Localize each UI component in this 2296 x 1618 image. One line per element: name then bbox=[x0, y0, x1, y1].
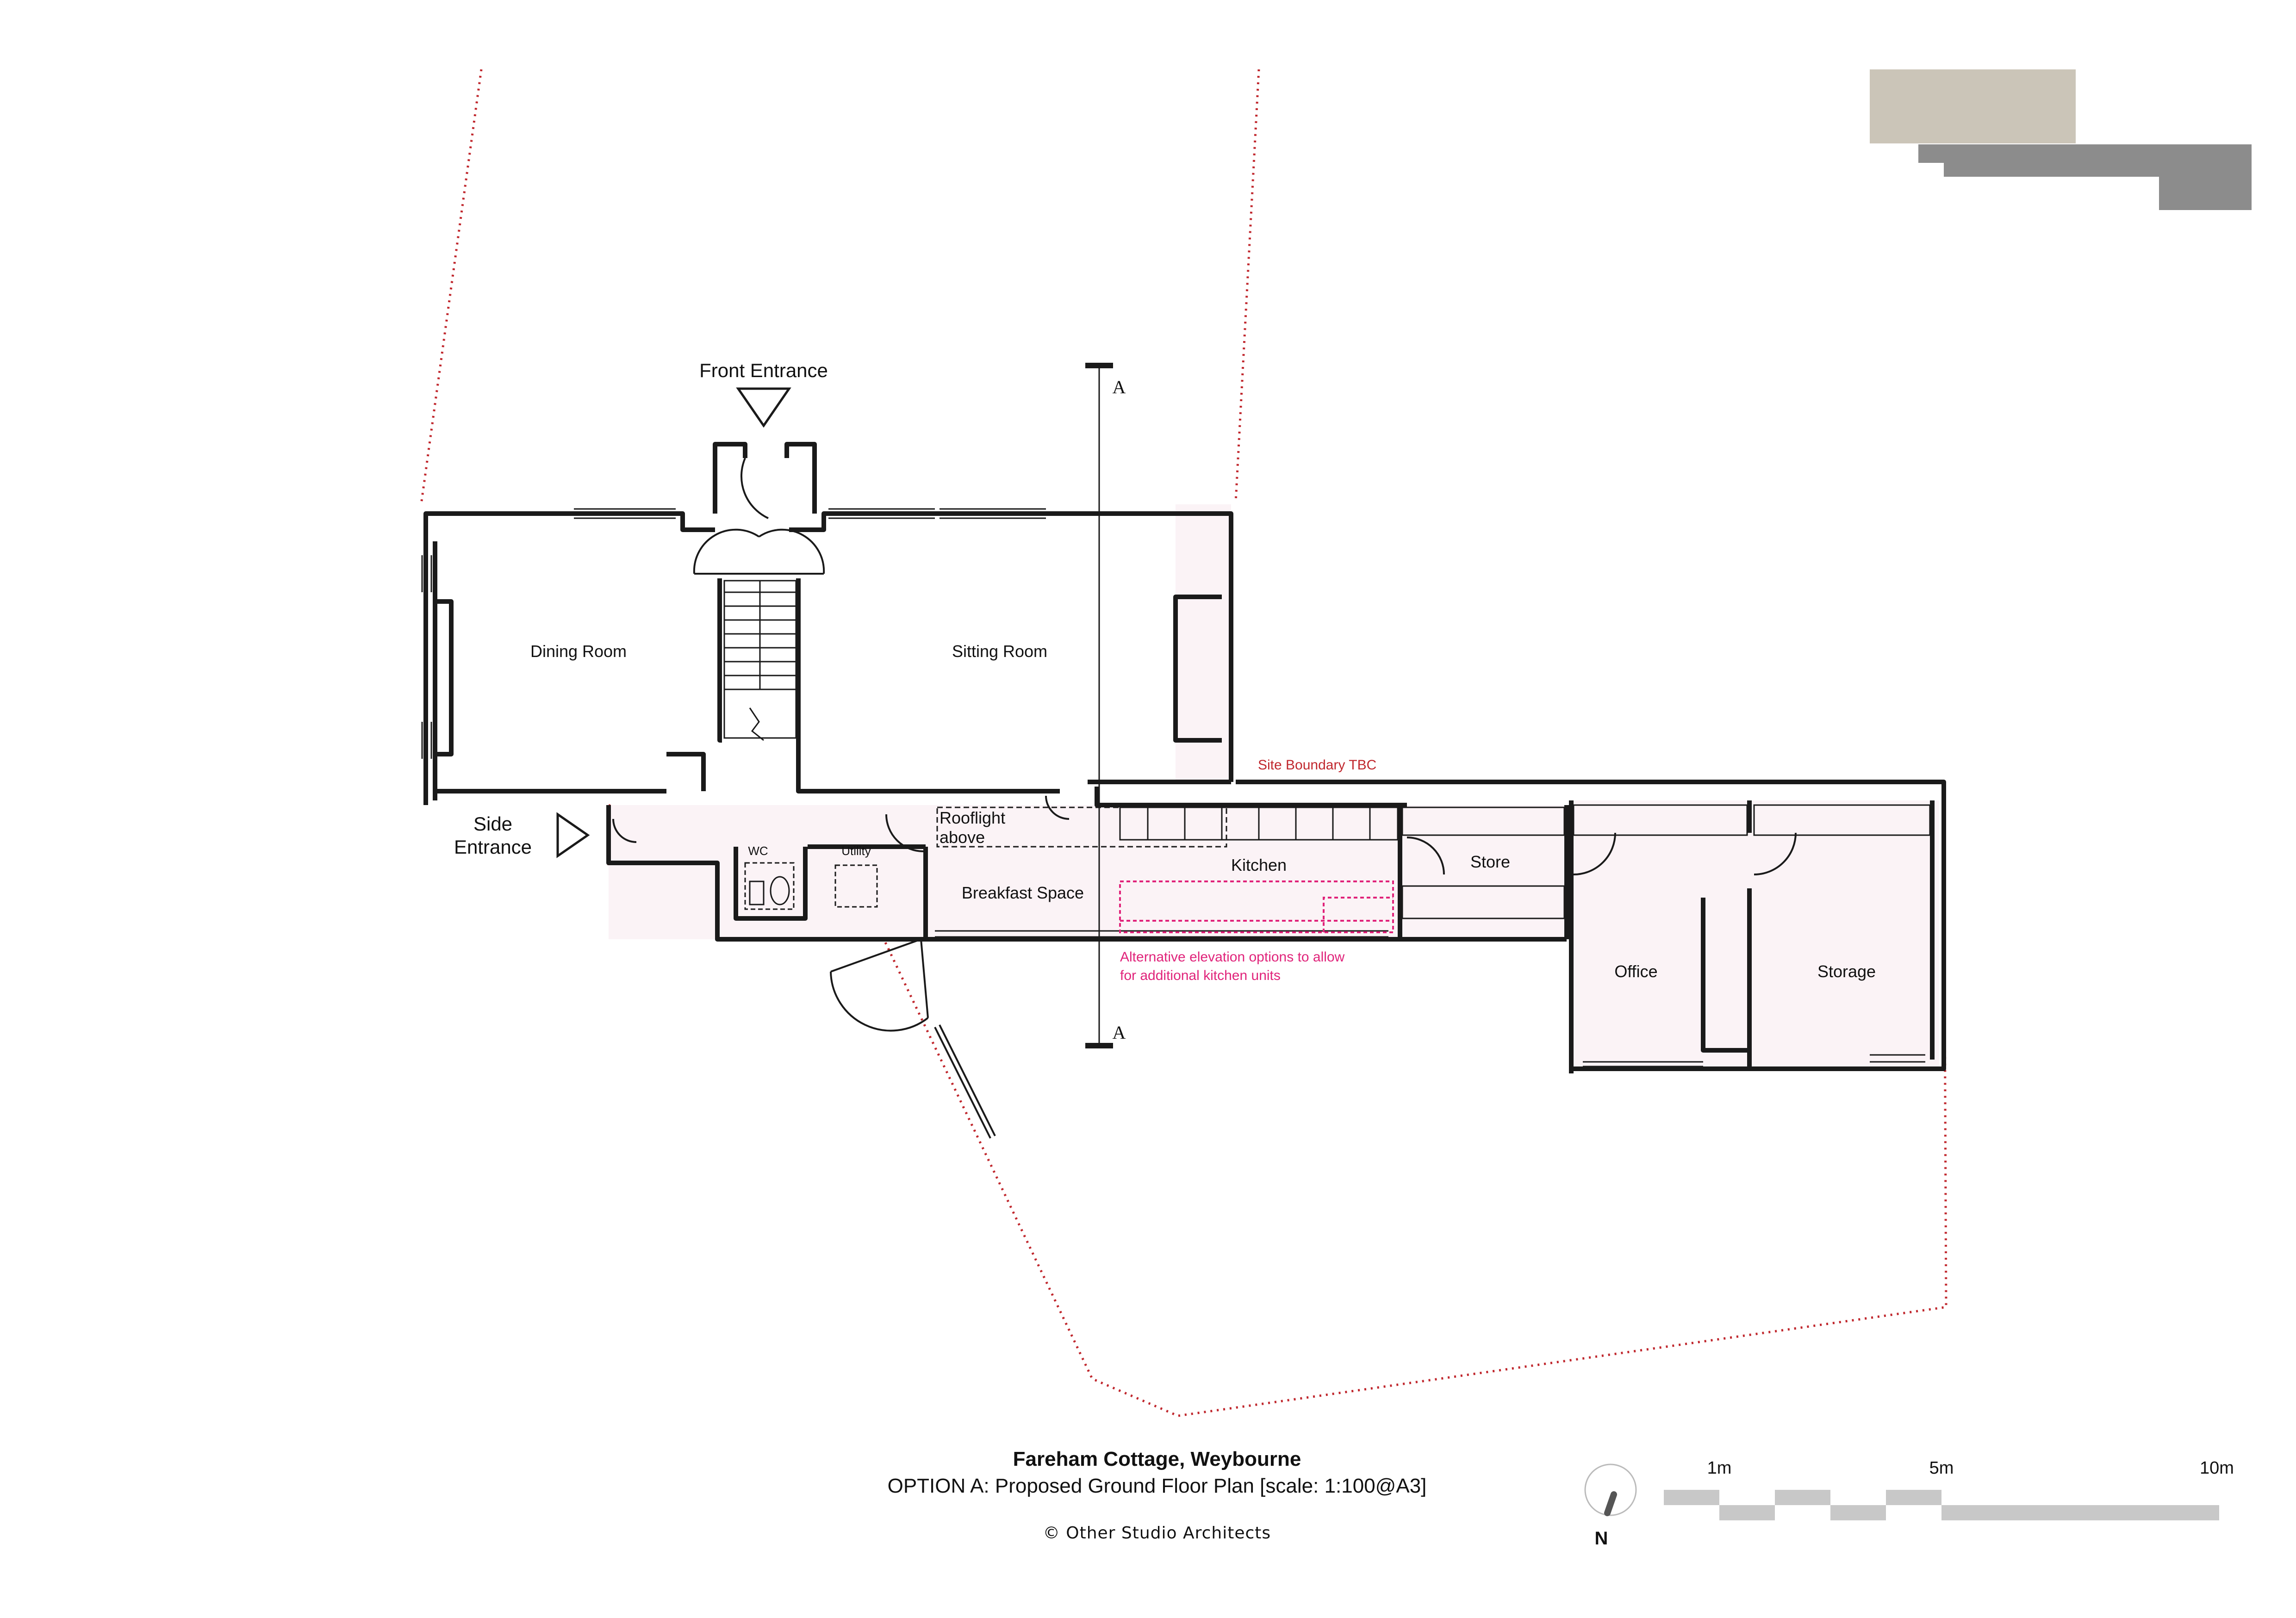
side-entrance-label-2: Entrance bbox=[454, 836, 532, 858]
north-arrow: N bbox=[1584, 1463, 1637, 1549]
sitting-room-label: Sitting Room bbox=[952, 642, 1047, 661]
scale-label-10m: 10m bbox=[2200, 1458, 2234, 1478]
kitchen-label: Kitchen bbox=[1231, 855, 1287, 874]
wc-label: WC bbox=[748, 844, 768, 858]
copyright-text: © Other Studio Architects bbox=[1043, 1524, 1271, 1543]
section-line-a bbox=[1085, 363, 1113, 1048]
alt-elevation-note-2: for additional kitchen units bbox=[1120, 968, 1281, 983]
rooflight-label-1: Rooflight bbox=[940, 808, 1005, 827]
alternative-elevation-outline bbox=[1119, 880, 1394, 933]
section-marker-bottom: A bbox=[1113, 1022, 1126, 1043]
rooflight-outline bbox=[936, 806, 1227, 848]
side-entrance-arrow bbox=[556, 812, 590, 858]
rooflight-label-2: above bbox=[940, 828, 985, 847]
windows bbox=[421, 508, 1925, 1067]
north-label: N bbox=[1595, 1528, 1608, 1549]
walls bbox=[423, 442, 1946, 1073]
site-boundary-line bbox=[420, 69, 1948, 1417]
store-label: Store bbox=[1470, 852, 1510, 871]
wc-utility-fixtures bbox=[744, 862, 878, 910]
room-fills bbox=[609, 504, 1939, 1069]
staircase bbox=[723, 580, 797, 741]
studio-logo bbox=[1870, 69, 2252, 210]
kitchen-units bbox=[1119, 804, 1931, 919]
storage-label: Storage bbox=[1817, 962, 1876, 981]
office-label: Office bbox=[1614, 962, 1657, 981]
front-entrance-arrow bbox=[736, 387, 791, 428]
site-boundary-label: Site Boundary TBC bbox=[1258, 757, 1376, 773]
title-block: Fareham Cottage, Weybourne OPTION A: Pro… bbox=[694, 1446, 1620, 1543]
wc-toilet bbox=[749, 876, 790, 905]
dining-room-label: Dining Room bbox=[530, 642, 627, 661]
utility-label: Utility bbox=[841, 844, 871, 858]
alt-elevation-note-1: Alternative elevation options to allow bbox=[1120, 949, 1345, 965]
drawing-title: OPTION A: Proposed Ground Floor Plan [sc… bbox=[887, 1475, 1427, 1497]
side-entrance-label-1: Side bbox=[473, 813, 512, 835]
doors bbox=[612, 458, 1797, 1139]
breakfast-space-label: Breakfast Space bbox=[962, 883, 1084, 902]
scale-bar: 1m 5m 10m bbox=[1664, 1458, 2234, 1520]
project-title: Fareham Cottage, Weybourne bbox=[1013, 1448, 1301, 1470]
front-entrance-label: Front Entrance bbox=[699, 360, 828, 381]
scale-label-1m: 1m bbox=[1707, 1458, 1732, 1478]
scale-label-5m: 5m bbox=[1929, 1458, 1954, 1478]
section-marker-top: A bbox=[1113, 377, 1126, 397]
